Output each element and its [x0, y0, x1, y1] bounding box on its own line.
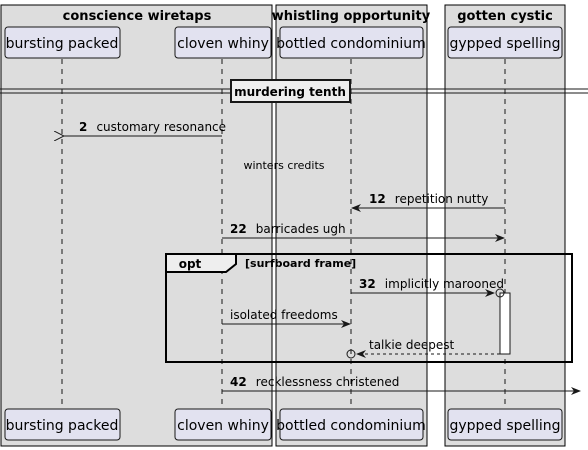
box-conscience-wiretaps — [0, 4, 273, 447]
message-label-42: 42 recklessness christened — [230, 371, 399, 390]
participant-bottom-bursting-packed: bursting packed — [6, 418, 119, 434]
participant-box-top-gypped-spelling — [447, 26, 563, 59]
message-label-12: 12 repetition nutty — [369, 188, 488, 207]
delay-label: winters credits — [243, 159, 324, 172]
activation-bar-gypped-spelling — [499, 292, 511, 355]
opt-frame-guard: [surfboard frame] — [245, 257, 356, 270]
participant-top-bursting-packed: bursting packed — [6, 36, 119, 52]
participant-box-bottom-bottled-condominium — [279, 408, 424, 441]
participant-bottom-cloven-whiny: cloven whiny — [177, 418, 269, 434]
participant-bottom-bottled-condominium: bottled condominium — [276, 418, 426, 434]
message-label-2: 2 customary resonance — [79, 116, 226, 135]
message-arrow-talkie-deepest-circle — [346, 349, 356, 359]
message-label-22: 22 barricades ugh — [230, 218, 346, 237]
box-gotten-cystic — [444, 4, 566, 447]
participant-bottom-gypped-spelling: gypped spelling — [449, 418, 560, 434]
opt-frame-tag-box — [165, 253, 237, 273]
opt-frame-tag: opt — [179, 257, 202, 271]
box-title-conscience-wiretaps: conscience wiretaps — [63, 9, 212, 24]
message-label-isolated-freedoms: isolated freedoms — [230, 308, 338, 322]
participant-box-bottom-bursting-packed — [4, 408, 121, 441]
message-arrow-32-circle — [495, 288, 505, 298]
box-title-whistling-opportunity: whistling opportunity — [272, 9, 431, 24]
participant-top-cloven-whiny: cloven whiny — [177, 36, 269, 52]
box-title-gotten-cystic: gotten cystic — [457, 9, 553, 24]
participant-top-bottled-condominium: bottled condominium — [276, 36, 426, 52]
divider-box — [230, 79, 351, 103]
divider-label: murdering tenth — [234, 85, 346, 99]
participant-box-top-bursting-packed — [4, 26, 121, 59]
participant-box-top-bottled-condominium — [279, 26, 424, 59]
message-label-32: 32 implicitly marooned — [359, 273, 504, 292]
participant-box-top-cloven-whiny — [174, 26, 272, 59]
opt-frame — [165, 253, 573, 363]
participant-box-bottom-gypped-spelling — [447, 408, 563, 441]
message-label-talkie-deepest: talkie deepest — [369, 338, 455, 352]
participant-box-bottom-cloven-whiny — [174, 408, 272, 441]
participant-top-gypped-spelling: gypped spelling — [449, 36, 560, 52]
